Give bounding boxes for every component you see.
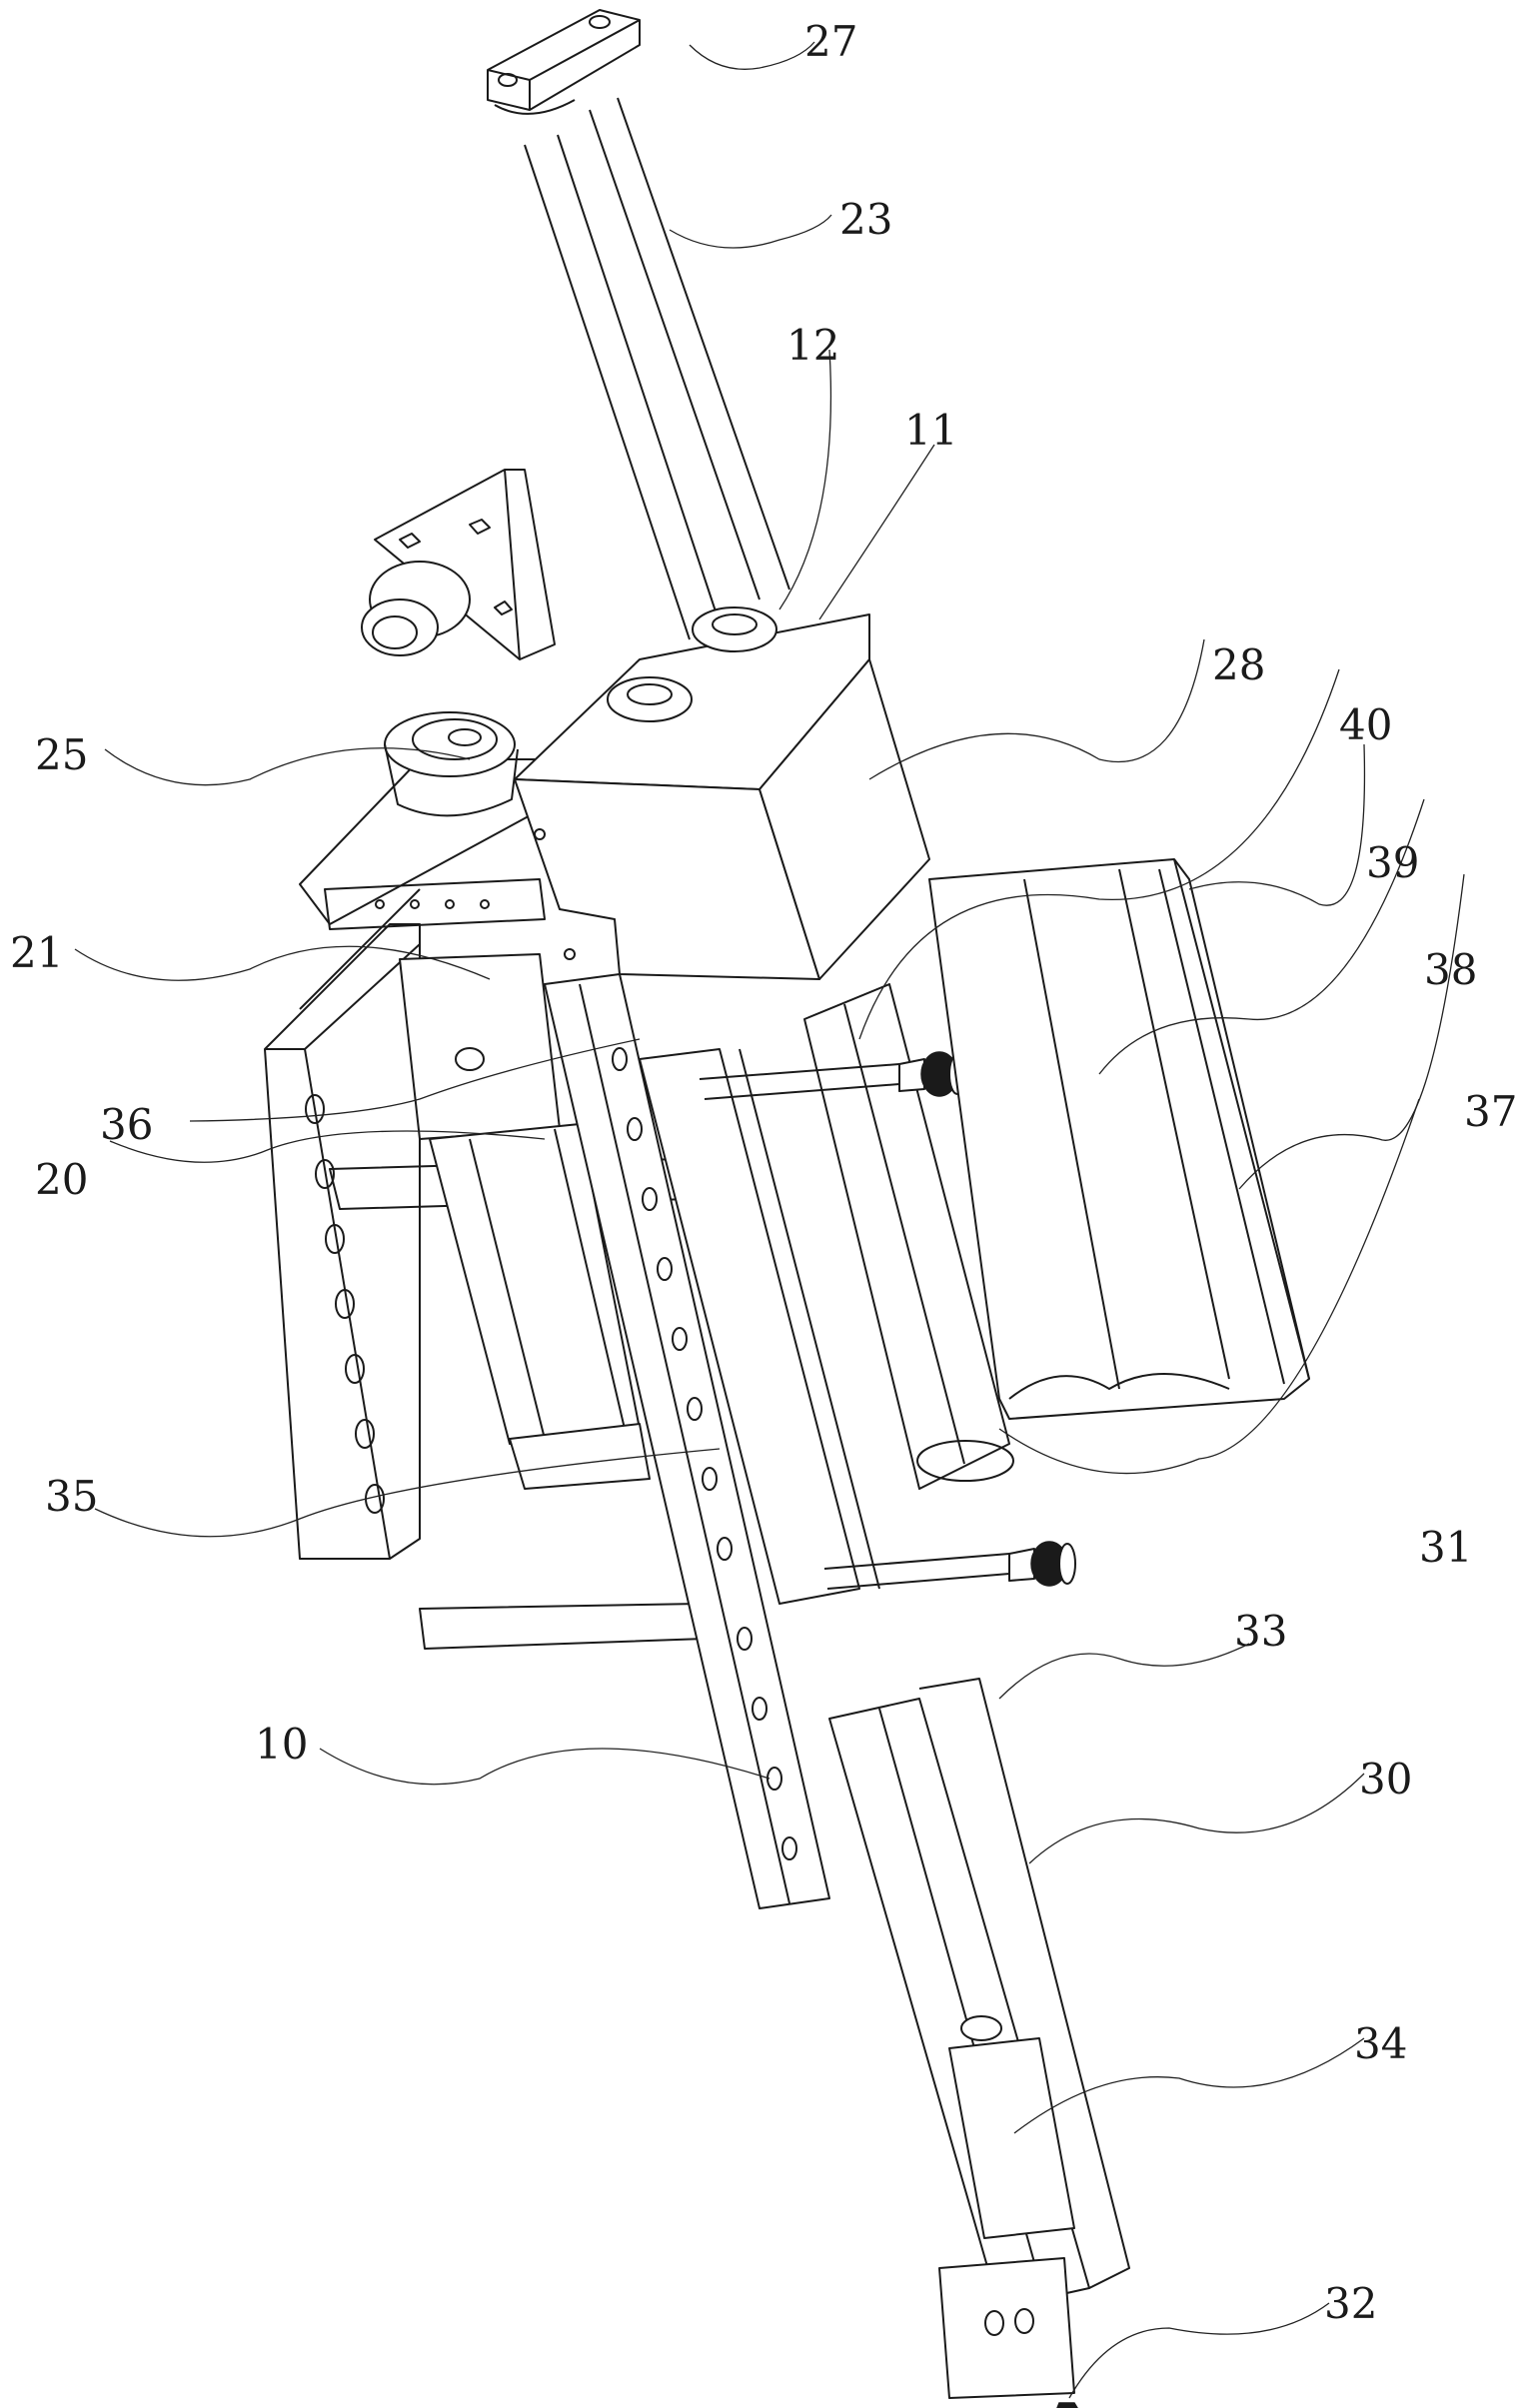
leader-23 <box>669 214 832 249</box>
label-38: 38 <box>1424 945 1477 994</box>
label-10: 10 <box>255 1720 308 1769</box>
slide-carrier <box>639 1048 880 1605</box>
label-20: 20 <box>35 1155 88 1204</box>
label-36: 36 <box>100 1100 153 1149</box>
top-bracket <box>487 9 641 111</box>
label-25: 25 <box>35 730 88 779</box>
label-27: 27 <box>804 17 857 66</box>
leader-38 <box>1098 798 1425 1075</box>
leader-34 <box>1013 2037 1365 2134</box>
leader-32 <box>1068 2302 1330 2399</box>
guide-rod-assembly <box>487 9 790 640</box>
clamp-lower <box>823 1541 1076 1590</box>
lower-rail <box>828 1678 1130 2408</box>
pulley-assembly <box>299 711 561 930</box>
leader-33 <box>998 1643 1250 1700</box>
leader-28 <box>868 638 1205 780</box>
leader-30 <box>1028 1773 1365 1864</box>
leader-lines <box>74 41 1465 2399</box>
label-28: 28 <box>1212 640 1265 689</box>
cartridge-cradle <box>928 858 1310 1420</box>
label-21: 21 <box>10 928 63 977</box>
mounting-flange <box>361 469 556 660</box>
label-40: 40 <box>1339 700 1392 749</box>
leader-31 <box>998 1098 1420 1475</box>
motor <box>399 953 651 1490</box>
leader-27 <box>689 41 815 70</box>
label-33: 33 <box>1234 1607 1287 1656</box>
main-plate <box>544 973 830 1909</box>
leader-40 <box>858 668 1340 1040</box>
leader-36 <box>189 1038 641 1122</box>
leader-35 <box>94 1448 721 1538</box>
label-30: 30 <box>1359 1755 1412 1804</box>
label-39: 39 <box>1366 838 1419 887</box>
label-12: 12 <box>786 321 839 370</box>
leader-39 <box>1188 743 1366 906</box>
label-37: 37 <box>1464 1087 1517 1136</box>
reference-numerals: 27 23 12 11 28 40 25 39 38 21 37 36 20 3… <box>10 17 1517 2328</box>
cartridge <box>803 983 1014 1490</box>
label-32: 32 <box>1324 2279 1377 2328</box>
label-34: 34 <box>1354 2019 1407 2068</box>
leader-25 <box>104 747 471 786</box>
label-35: 35 <box>45 1472 98 1521</box>
label-23: 23 <box>839 195 892 244</box>
leader-11 <box>818 444 935 620</box>
leader-12 <box>778 349 832 610</box>
label-11: 11 <box>904 406 957 455</box>
leader-37 <box>1238 873 1465 1190</box>
label-31: 31 <box>1419 1523 1472 1572</box>
leader-10 <box>319 1748 770 1786</box>
leader-21 <box>74 945 491 981</box>
leader-20 <box>109 1130 546 1163</box>
upper-housing <box>514 606 930 980</box>
